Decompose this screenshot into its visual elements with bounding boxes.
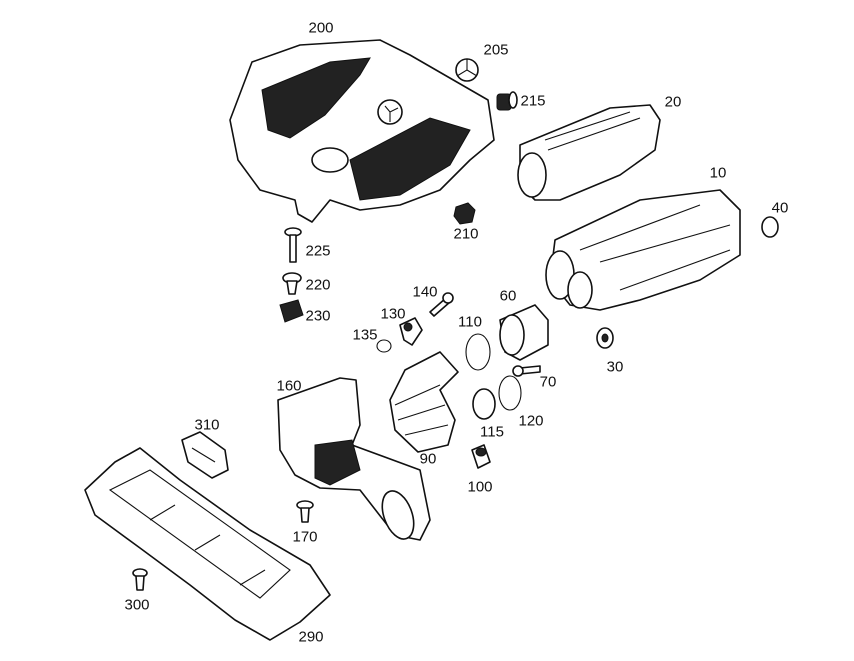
- rubber-mount-shape: [761, 216, 779, 238]
- part-label-130: 130: [380, 305, 406, 323]
- part-label-20: 20: [664, 93, 682, 111]
- valve-shape: [471, 444, 491, 469]
- part-label-110: 110: [458, 313, 482, 331]
- hose-clamp-2-shape: [498, 375, 522, 411]
- grommet-shape: [496, 91, 518, 111]
- screw-shape: [429, 292, 454, 317]
- push-clip-shape: [296, 500, 314, 523]
- coupling-ring-shape: [472, 388, 496, 420]
- o-ring-shape: [376, 339, 392, 353]
- seal-shape: [181, 431, 229, 479]
- air-guide-panel-shape: [84, 447, 331, 641]
- nut-shape: [453, 202, 476, 225]
- part-label-210: 210: [453, 225, 479, 243]
- part-label-100: 100: [467, 478, 493, 496]
- part-label-120: 120: [518, 412, 544, 430]
- part-label-230: 230: [305, 307, 331, 325]
- intake-duct-shape: [277, 377, 431, 541]
- bolt-shape: [512, 365, 541, 377]
- part-label-300: 300: [124, 596, 150, 614]
- part-label-115: 115: [480, 423, 504, 441]
- part-label-90: 90: [419, 450, 437, 468]
- part-label-10: 10: [709, 164, 727, 182]
- mass-air-flow-sensor-shape: [499, 304, 549, 361]
- part-label-60: 60: [499, 287, 517, 305]
- part-label-140: 140: [412, 283, 438, 301]
- part-label-290: 290: [298, 628, 324, 646]
- part-label-40: 40: [771, 199, 789, 217]
- intake-hose-shape: [389, 351, 459, 453]
- part-label-70: 70: [539, 373, 557, 391]
- part-label-170: 170: [292, 528, 318, 546]
- engine-cover-shape: [229, 39, 495, 223]
- sensor-shape: [399, 317, 423, 346]
- grommet-mount-shape: [596, 327, 614, 349]
- part-label-135: 135: [352, 326, 378, 344]
- retainer-shape: [279, 299, 304, 323]
- air-filter-housing-shape: [545, 189, 741, 311]
- clip-shape: [282, 272, 302, 295]
- part-label-310: 310: [194, 416, 220, 434]
- hose-clamp-shape: [465, 333, 491, 371]
- air-filter-cover-shape: [517, 104, 661, 201]
- part-label-205: 205: [483, 41, 509, 59]
- part-label-215: 215: [520, 92, 546, 110]
- star-emblem-shape: [455, 58, 479, 82]
- part-label-30: 30: [606, 358, 624, 376]
- part-label-200: 200: [308, 19, 334, 37]
- part-label-220: 220: [305, 276, 331, 294]
- part-label-160: 160: [276, 377, 302, 395]
- part-label-225: 225: [305, 242, 331, 260]
- expanding-rivet-shape: [132, 568, 148, 591]
- fastener-pin-shape: [284, 227, 302, 263]
